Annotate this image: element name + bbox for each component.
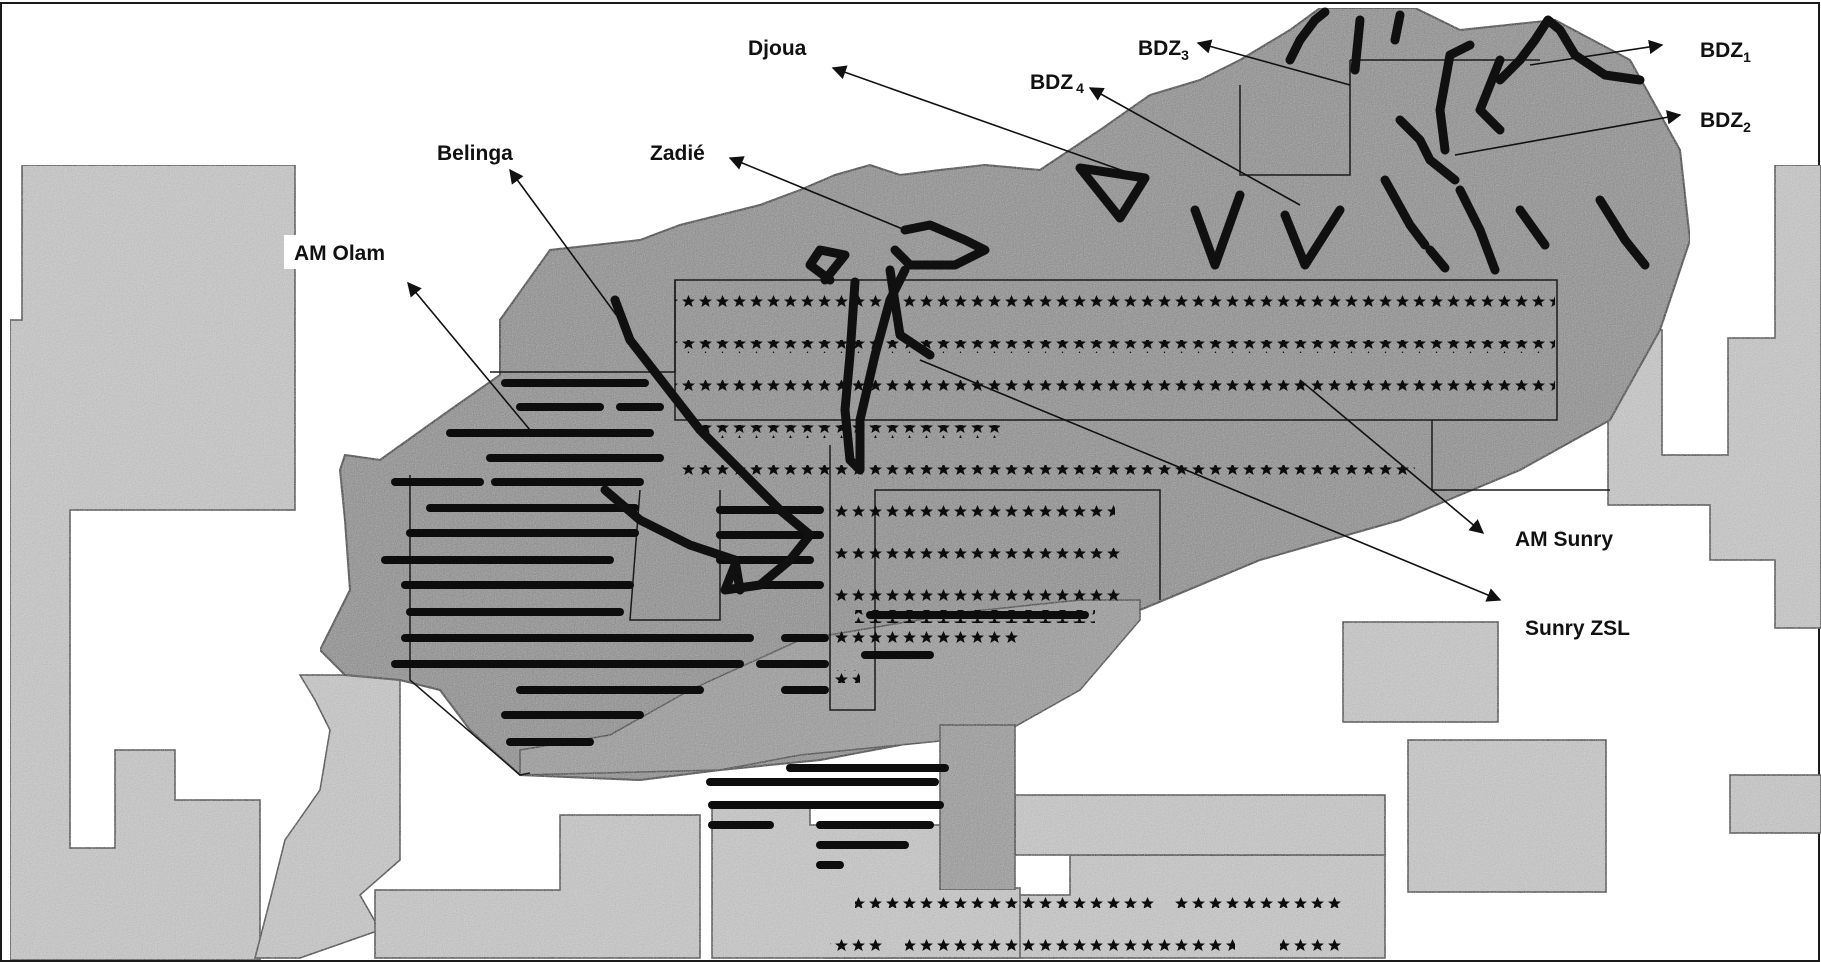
concession-block-a	[1342, 621, 1499, 723]
track-bdz-inner-b	[1475, 55, 1505, 135]
track-bdz-col	[1350, 15, 1365, 75]
track-zadie-upper	[890, 220, 990, 270]
label-bdz3-sub: 3	[1181, 47, 1189, 63]
star-row	[855, 895, 1155, 908]
star-row	[830, 630, 1020, 643]
track-bdz2	[1395, 115, 1460, 185]
star-row	[1280, 938, 1345, 951]
concession-south-right	[1014, 794, 1386, 856]
track-djoua-triangle	[1075, 163, 1150, 223]
track-bdz-v1	[1190, 190, 1245, 270]
label-bg-am-olam	[284, 235, 420, 269]
label-bdz2-sub: 2	[1743, 119, 1751, 135]
track-belinga	[610, 295, 815, 595]
star-row	[830, 938, 885, 951]
star-row	[1175, 895, 1345, 908]
label-bdz1-base: BDZ	[1700, 39, 1743, 62]
label-bdz4-base: BDZ	[1030, 71, 1073, 94]
label-bdz1-sub: 1	[1743, 49, 1751, 65]
concession-east-strip	[1607, 164, 1821, 629]
inner-line-c	[1239, 60, 1351, 176]
track-zadie-loop	[805, 245, 850, 285]
track-bdz-v5	[1455, 185, 1500, 275]
main-region	[318, 7, 1692, 782]
label-bdz4-sub: 4	[1076, 80, 1084, 96]
track-bdz-v6	[1515, 205, 1550, 250]
track-bdz-v2	[1280, 205, 1345, 270]
star-row	[675, 295, 1555, 308]
survey-tracks	[600, 7, 1650, 595]
track-bdz-inner	[1435, 40, 1475, 155]
pointer-belinga	[509, 168, 621, 321]
label-pointers	[407, 39, 1682, 602]
pointer-bdz4	[1088, 87, 1301, 206]
label-bdz1: BDZ1	[1700, 39, 1751, 65]
track-zadie	[840, 265, 910, 475]
pointer-am-olam	[407, 281, 531, 431]
track-bdz-v4	[1425, 245, 1450, 273]
track-zadie-stem	[885, 265, 935, 360]
label-bdz3-base: BDZ	[1138, 37, 1181, 60]
star-row	[830, 505, 1115, 518]
pointer-am-sunry	[1299, 379, 1485, 534]
label-bdz2: BDZ2	[1700, 109, 1751, 135]
label-bdz2-base: BDZ	[1700, 109, 1743, 132]
label-sunry-zsl: Sunry ZSL	[1525, 617, 1630, 640]
pointer-bdz3	[1196, 39, 1351, 86]
star-row	[680, 465, 1415, 478]
track-bdz1	[1495, 15, 1645, 85]
star-row	[905, 938, 1235, 951]
star-row	[830, 548, 1120, 561]
star-row	[675, 340, 1555, 353]
track-bdz3	[1285, 7, 1330, 65]
south-dark-block	[939, 724, 1016, 891]
pointer-djoua	[831, 65, 1136, 176]
track-east-dashes	[1595, 195, 1650, 270]
label-bdz3: BDZ3	[1138, 37, 1189, 63]
concession-block-b	[1407, 739, 1607, 893]
label-am-sunry: AM Sunry	[1515, 528, 1613, 551]
star-row	[675, 380, 1555, 393]
track-bdz-col-b	[1390, 10, 1405, 45]
concession-south-center	[374, 814, 701, 959]
track-belinga-branch	[600, 485, 745, 595]
star-row	[830, 670, 860, 683]
pointer-zadie	[728, 156, 911, 233]
west-block-outline	[409, 475, 531, 776]
label-belinga: Belinga	[437, 142, 513, 165]
pointer-bdz1	[1529, 39, 1664, 66]
star-row	[830, 588, 1120, 601]
pointer-sunry-zsl	[919, 359, 1502, 602]
concession-southwest	[254, 674, 401, 959]
label-djoua: Djoua	[748, 37, 807, 60]
label-bg-am-sunry	[1505, 520, 1635, 554]
label-am-olam: AM Olam	[294, 242, 385, 265]
transect-bars	[381, 379, 1089, 869]
light-concessions	[9, 164, 1821, 961]
concession-west	[9, 164, 296, 961]
pointer-bdz2	[1454, 110, 1682, 156]
inner-line-e	[490, 280, 676, 373]
label-zadie: Zadié	[650, 142, 705, 165]
concession-far-east	[1729, 774, 1821, 834]
track-bdz-v3	[1380, 175, 1430, 250]
